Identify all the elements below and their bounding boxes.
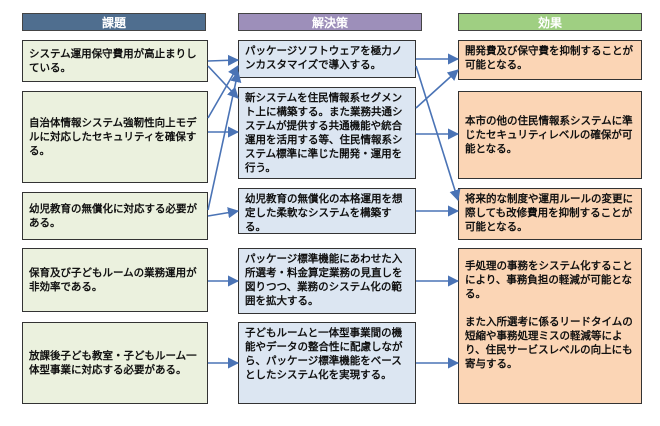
effect-box-3: 将来的な制度や運用ルールの変更に際しても改修費用を抑制することが可能となる。: [458, 188, 642, 240]
issue-text-5: 放課後子ども教室・子どもルーム一体型事業に対応する必要がある。: [29, 350, 197, 376]
issue-box-4: 保育及び子どもルームの業務運用が非効率である。: [22, 248, 208, 312]
issue-text-2: 自治体情報システム強靭性向上モデルに対応したセキュリティを確保する。: [29, 117, 197, 157]
solution-box-5: 子どもルームと一体型事業間の機能やデータの整合性に配慮しながら、パッケージ標準機…: [238, 322, 416, 404]
issue-box-5: 放課後子ども教室・子どもルーム一体型事業に対応する必要がある。: [22, 322, 208, 404]
arrow-solution1-effect3: [415, 65, 461, 202]
arrow-issue3-solution1: [207, 70, 242, 211]
effect-text-2: 本市の他の住民情報系システムに準じたセキュリティレベルの確保が可能となる。: [465, 115, 633, 155]
solution-text-2: 新システムを住民情報系セグメント上に構築する。また業務共通システムが提供する共通…: [245, 92, 403, 174]
arrow-solution2-effect1: [415, 69, 459, 109]
header-effects: 効果: [458, 13, 642, 31]
arrow-issue3-solution3: [207, 207, 240, 219]
issue-text-3: 幼児教育の無償化に対応する必要がある。: [29, 203, 197, 229]
issue-box-3: 幼児教育の無償化に対応する必要がある。: [22, 192, 208, 240]
effect-box-4: 手処理の事務をシステム化することにより、事務負担の軽減が可能となる。 また入所選…: [458, 248, 642, 404]
issue-text-1: システム運用保守費用が高止まりしている。: [29, 48, 197, 74]
effect-text-3: 将来的な制度や運用ルールの変更に際しても改修費用を抑制することが可能となる。: [465, 193, 633, 233]
solution-box-2: 新システムを住民情報系セグメント上に構築する。また業務共通システムが提供する共通…: [238, 87, 416, 179]
arrow-issue1-solution1: [207, 54, 240, 66]
solution-box-3: 幼児教育の無償化の本格運用を想定した柔軟なシステムを構築する。: [238, 188, 416, 234]
effect-box-1: 開発費及び保守費を抑制することが可能となる。: [458, 40, 642, 80]
issue-box-1: システム運用保守費用が高止まりしている。: [22, 40, 208, 82]
solution-text-1: パッケージソフトウェアを極力ノンカスタマイズで導入する。: [245, 45, 403, 71]
solution-text-3: 幼児教育の無償化の本格運用を想定した柔軟なシステムを構築する。: [245, 193, 403, 233]
issue-box-2: 自治体情報システム強靭性向上モデルに対応したセキュリティを確保する。: [22, 91, 208, 183]
solution-box-4: パッケージ標準機能にあわせた入所選考・料金算定業務の見直しを図りつつ、業務のシス…: [238, 248, 416, 314]
effect-text-4: 手処理の事務をシステム化することにより、事務負担の軽減が可能となる。: [465, 260, 633, 300]
issue-text-4: 保育及び子どもルームの業務運用が非効率である。: [29, 267, 197, 293]
solution-text-5: 子どもルームと一体型事業間の機能やデータの整合性に配慮しながら、パッケージ標準機…: [245, 327, 403, 381]
effect-text-5: また入所選考に係るリードタイムの短縮や事務処理ミスの軽減等により、住民サービスレ…: [465, 316, 633, 370]
effect-text-1: 開発費及び保守費を抑制することが可能となる。: [465, 45, 633, 71]
solution-text-4: パッケージ標準機能にあわせた入所選考・料金算定業務の見直しを図りつつ、業務のシス…: [245, 253, 403, 307]
solution-box-1: パッケージソフトウェアを極力ノンカスタマイズで導入する。: [238, 40, 416, 78]
header-issues: 課題: [22, 13, 206, 31]
header-solutions: 解決策: [238, 13, 422, 31]
